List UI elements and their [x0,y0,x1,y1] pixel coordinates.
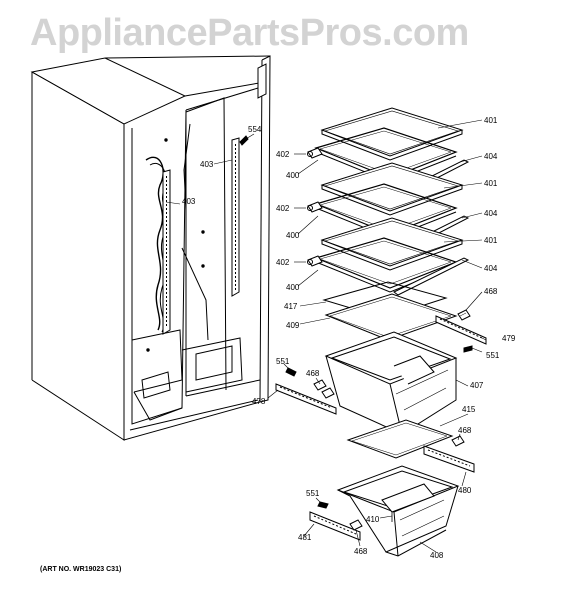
callout-415: 415 [462,405,476,414]
callout-468: 468 [458,426,472,435]
glass-shelf-401-lower [320,217,464,271]
callout-402: 402 [276,150,290,159]
glass-shelf-401-top [320,107,464,161]
screw-551-lower-left [317,501,329,509]
clip-468-upper-right [457,309,471,321]
callout-410: 410 [366,515,380,524]
callout-468: 468 [306,369,320,378]
crisper-drawer-408 [336,465,460,557]
shelf-rail-403-right [231,137,240,297]
art-number: (ART NO. WR19023 C31) [40,566,122,573]
callout-404: 404 [484,264,498,273]
crisper-drawer-407 [324,331,458,435]
callout-402: 402 [276,204,290,213]
drawer-slide-480 [423,445,475,473]
leader-lines [165,119,487,553]
screw-551-left-middle [285,367,297,377]
screw-554 [239,135,249,146]
callout-407: 407 [470,381,484,390]
callout-417: 417 [284,302,298,311]
clip-468-right-lower [451,435,465,447]
clip-468-lower-left [349,519,363,531]
callout-479: 479 [502,334,516,343]
callout-554: 554 [248,125,262,134]
drawer-slide-481 [309,511,361,541]
callout-400: 400 [286,283,300,292]
callout-409: 409 [286,321,300,330]
callout-404: 404 [484,152,498,161]
crisper-cover-glass-415 [346,419,454,459]
screw-551-right [463,345,473,353]
callout-408: 408 [430,551,444,560]
shelf-end-cap-402-lower [307,255,323,267]
callout-402: 402 [276,258,290,267]
callout-478: 478 [252,397,266,406]
callout-551: 551 [276,357,290,366]
refrigerator-cabinet [30,55,271,441]
callout-468: 468 [354,547,368,556]
callout-403: 403 [200,160,214,169]
shelf-end-cap-402-middle [307,201,323,213]
callout-401: 401 [484,116,498,125]
callout-551: 551 [486,351,500,360]
clip-468-left-middle [313,379,335,399]
callout-401: 401 [484,236,498,245]
callout-401: 401 [484,179,498,188]
callout-468: 468 [484,287,498,296]
callout-400: 400 [286,231,300,240]
shelf-trim-404-lower [393,257,470,296]
drawer-slide-479 [435,315,487,345]
drawer-slide-478 [275,383,337,415]
drawer-divider-410 [381,483,435,522]
callout-404: 404 [484,209,498,218]
callout-551: 551 [306,489,320,498]
glass-shelf-401-middle [320,162,464,216]
shelf-rail-403-left [162,169,171,335]
crisper-cover-glass-409 [324,293,458,341]
callout-480: 480 [458,486,472,495]
callout-403: 403 [182,197,196,206]
watermark-logo: AppliancePartsPros.com [30,12,469,54]
callout-400: 400 [286,171,300,180]
callout-labels: 401 402 400 404 401 402 400 404 401 402 … [182,116,516,560]
shelf-end-cap-402-top [307,147,323,159]
callout-481: 481 [298,533,312,542]
